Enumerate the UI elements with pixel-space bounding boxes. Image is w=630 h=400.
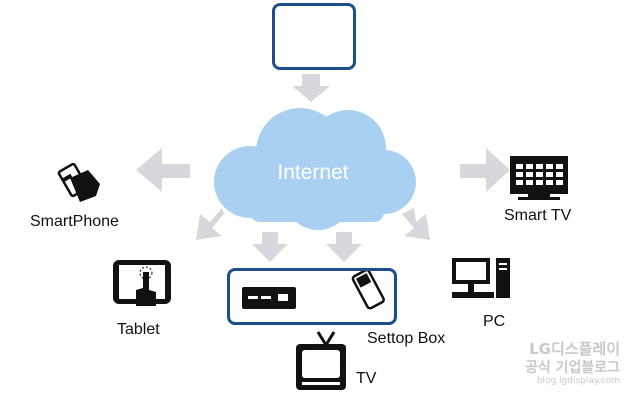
arrow-to-smartphone xyxy=(136,148,190,192)
pc-label: PC xyxy=(483,313,506,330)
smartphone-hand-icon xyxy=(57,162,100,202)
arrow-to-smart-tv xyxy=(460,148,510,192)
arrow-to-settop-right xyxy=(326,232,362,262)
settop-box-icon xyxy=(242,287,296,309)
desktop-pc-icon xyxy=(452,258,510,298)
cloud-label: Internet xyxy=(277,161,348,184)
watermark-line3: blog.lgdisplay.com xyxy=(536,376,620,386)
internet-cloud xyxy=(214,108,416,230)
crt-tv-icon xyxy=(296,331,346,390)
media-content-box xyxy=(272,3,356,70)
settop-box-label: Settop Box xyxy=(367,330,446,347)
smart-tv-label: Smart TV xyxy=(504,207,572,224)
arrow-to-pc xyxy=(402,208,430,240)
usb-dongle-icon xyxy=(351,268,385,310)
tablet-touch-icon xyxy=(113,260,171,306)
arrow-down-from-media xyxy=(292,74,330,102)
watermark-line1: LG디스플레이 xyxy=(529,340,620,358)
smartphone-label: SmartPhone xyxy=(30,213,119,230)
smart-tv-icon xyxy=(510,156,568,200)
tablet-label: Tablet xyxy=(117,321,160,338)
settop-box-group xyxy=(227,268,397,325)
arrow-to-settop-left xyxy=(252,232,288,262)
arrow-to-tablet xyxy=(196,208,224,240)
tv-label: TV xyxy=(356,370,377,387)
watermark-line2: 공식 기업블로그 xyxy=(524,360,620,376)
arrows xyxy=(136,74,510,262)
